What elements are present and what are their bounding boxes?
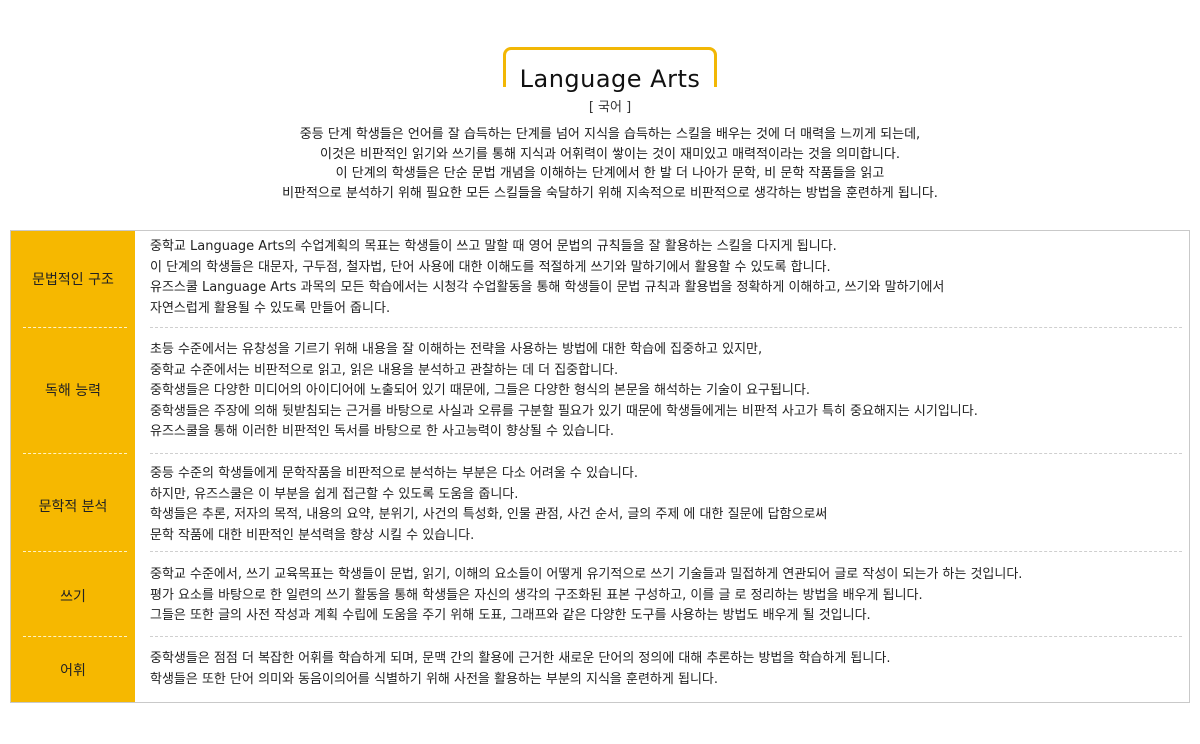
label-divider	[23, 327, 127, 328]
section-label-writing: 쓰기	[60, 589, 86, 605]
section-content-reading: 초등 수준에서는 유창성을 기르기 위해 내용을 잘 이해하는 전략을 사용하는…	[150, 340, 978, 443]
content-line: 중등 수준의 학생들에게 문학작품을 비판적으로 분석하는 부분은 다소 어려울…	[150, 466, 638, 481]
content-line: 초등 수준에서는 유창성을 기르기 위해 내용을 잘 이해하는 전략을 사용하는…	[150, 342, 763, 357]
section-label-grammar: 문법적인 구조	[32, 272, 114, 288]
content-line: 중학생들은 다양한 미디어의 아이디어에 노출되어 있기 때문에, 그들은 다양…	[150, 383, 810, 398]
page-title: Language Arts	[519, 65, 701, 93]
content-divider	[150, 453, 1182, 454]
intro-line: 중등 단계 학생들은 언어를 잘 습득하는 단계를 넘어 지식을 습득하는 스킬…	[299, 127, 921, 142]
section-content-vocabulary: 중학생들은 점점 더 복잡한 어휘를 학습하게 되며, 문맥 간의 활용에 근거…	[150, 649, 890, 690]
content-line: 유즈스쿨을 통해 이러한 비판적인 독서를 바탕으로 한 사고능력이 향상될 수…	[150, 424, 615, 439]
curriculum-table: 문법적인 구조 중학교 Language Arts의 수업계획의 목표는 학생들…	[10, 230, 1190, 703]
content-line: 평가 요소를 바탕으로 한 일련의 쓰기 활동을 통해 학생들은 자신의 생각의…	[150, 587, 923, 603]
section-label-reading: 독해 능력	[45, 383, 101, 399]
intro-line: 이것은 비판적인 읽기와 쓰기를 통해 지식과 어휘력이 쌓이는 것이 재미있고…	[320, 146, 900, 162]
content-line: 그들은 또한 글의 사전 작성과 계획 수립에 도움을 주기 위해 도표, 그래…	[150, 608, 871, 623]
content-line: 문학 작품에 대한 비판적인 분석력을 향상 시킬 수 있습니다.	[150, 527, 475, 543]
intro-paragraph: 중등 단계 학생들은 언어를 잘 습득하는 단계를 넘어 지식을 습득하는 스킬…	[0, 125, 1200, 203]
content-line: 학생들은 또한 단어 의미와 동음이의어를 식별하기 위해 사전을 활용하는 부…	[150, 671, 719, 687]
content-line: 중학생들은 점점 더 복잡한 어휘를 학습하게 되며, 문맥 간의 활용에 근거…	[150, 651, 891, 666]
label-divider	[23, 453, 127, 454]
section-label-vocabulary: 어휘	[60, 663, 86, 679]
content-divider	[150, 327, 1182, 328]
content-line: 중학교 Language Arts의 수업계획의 목표는 학생들이 쓰고 말할 …	[150, 239, 837, 254]
content-line: 하지만, 유즈스쿨은 이 부분을 쉽게 접근할 수 있도록 도움을 줍니다.	[150, 486, 519, 502]
content-line: 자연스럽게 활용될 수 있도록 만들어 줍니다.	[150, 300, 391, 316]
content-line: 이 단계의 학생들은 대문자, 구두점, 철자법, 단어 사용에 대한 이해도를…	[150, 259, 831, 275]
content-line: 유즈스쿨 Language Arts 과목의 모든 학습에서는 시청각 수업활동…	[150, 280, 945, 295]
content-line: 학생들은 추론, 저자의 목적, 내용의 요약, 분위기, 사건의 특성화, 인…	[150, 507, 828, 522]
intro-line: 비판적으로 분석하기 위해 필요한 모든 스킬들을 숙달하기 위해 지속적으로 …	[282, 185, 938, 201]
content-line: 중학교 수준에서, 쓰기 교육목표는 학생들이 문법, 읽기, 이해의 요소들이…	[150, 567, 1023, 582]
section-content-grammar: 중학교 Language Arts의 수업계획의 목표는 학생들이 쓰고 말할 …	[150, 237, 944, 319]
title-frame	[503, 47, 717, 87]
content-line: 중학교 수준에서는 비판적으로 읽고, 읽은 내용을 분석하고 관찰하는 데 더…	[150, 362, 619, 378]
page-subtitle: [ 국어 ]	[588, 100, 632, 115]
content-divider	[150, 636, 1182, 637]
content-line: 중학생들은 주장에 의해 뒷받침되는 근거를 바탕으로 사실과 오류를 구분할 …	[150, 403, 978, 419]
section-content-literary: 중등 수준의 학생들에게 문학작품을 비판적으로 분석하는 부분은 다소 어려울…	[150, 464, 827, 546]
label-column	[11, 231, 135, 702]
section-content-writing: 중학교 수준에서, 쓰기 교육목표는 학생들이 문법, 읽기, 이해의 요소들이…	[150, 565, 1022, 627]
label-divider	[23, 551, 127, 552]
intro-line: 이 단계의 학생들은 단순 문법 개념을 이해하는 단계에서 한 발 더 나아가…	[335, 166, 885, 181]
content-divider	[150, 551, 1182, 552]
section-label-literary: 문학적 분석	[38, 499, 108, 515]
label-divider	[23, 636, 127, 637]
